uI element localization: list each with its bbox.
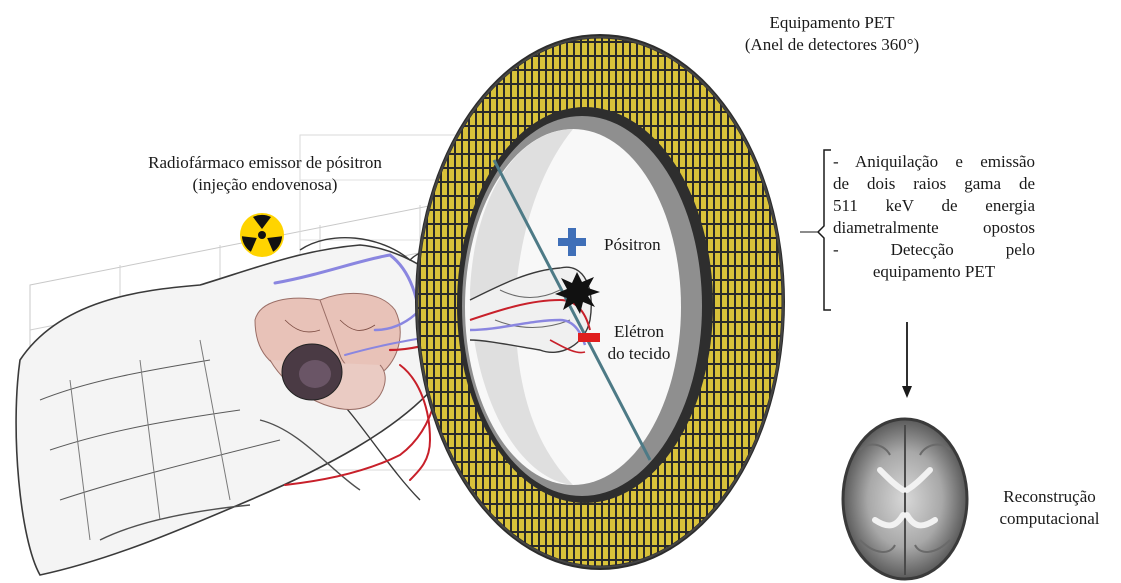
notes-line5: - Detecção pelo: [833, 239, 1035, 261]
pet-title-line1: Equipamento PET: [722, 12, 942, 34]
notes-bracket: [818, 150, 831, 310]
positron-label: Pósitron: [604, 234, 661, 256]
radiopharmaceutical-line2: (injeção endovenosa): [100, 174, 430, 196]
electron-line1: Elétron: [596, 321, 682, 343]
reconstruction-label: Reconstrução computacional: [982, 486, 1117, 530]
radiopharmaceutical-label: Radiofármaco emissor de pósitron (injeçã…: [100, 152, 430, 196]
notes-line6: equipamento PET: [833, 261, 1035, 283]
notes-line3: 511 keV de energia: [833, 195, 1035, 217]
reconstruction-line2: computacional: [982, 508, 1117, 530]
pet-title: Equipamento PET (Anel de detectores 360°…: [722, 12, 942, 56]
notes-line1: - Aniquilação e emissão: [833, 151, 1035, 173]
radiopharmaceutical-line1: Radiofármaco emissor de pósitron: [100, 152, 430, 174]
annihilation-notes: - Aniquilação e emissão de dois raios ga…: [833, 151, 1035, 283]
arrow-down-icon: [902, 322, 912, 398]
electron-line2: do tecido: [596, 343, 682, 365]
electron-label: Elétron do tecido: [596, 321, 682, 365]
brain-reconstruction-image: [843, 419, 967, 579]
reconstruction-line1: Reconstrução: [982, 486, 1117, 508]
notes-line2: de dois raios gama de: [833, 173, 1035, 195]
pet-title-line2: (Anel de detectores 360°): [722, 34, 942, 56]
radiation-hazard-icon: [240, 213, 284, 257]
notes-line4: diametralmente opostos: [833, 217, 1035, 239]
